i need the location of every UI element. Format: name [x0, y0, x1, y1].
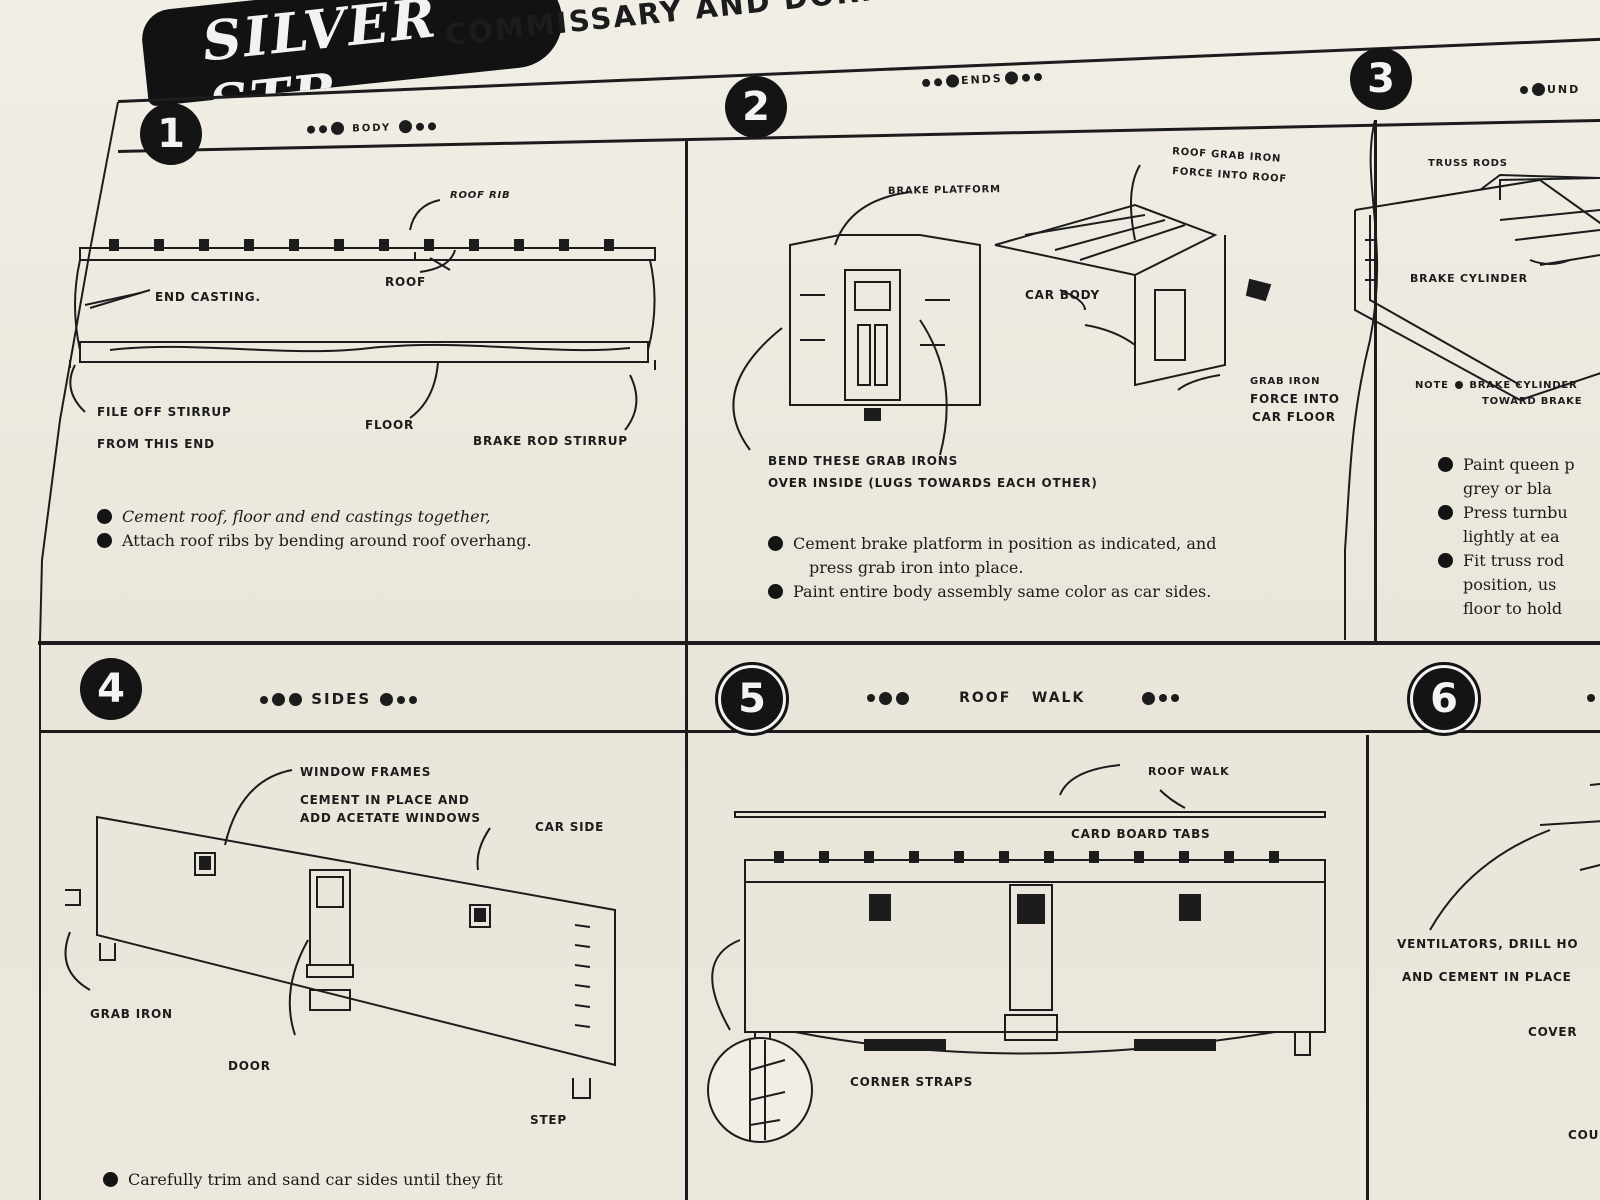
step-1-number: 1 — [140, 103, 202, 165]
from-this-end-label: FROM THIS END — [97, 437, 215, 451]
bend-grab-irons-label: BEND THESE GRAB IRONS — [768, 454, 959, 468]
right-frame-curve — [1344, 119, 1379, 640]
grid-header-line-2 — [40, 730, 1600, 733]
card-board-tabs-label: CARD BOARD TABS — [1071, 827, 1211, 841]
step-2-heading: ENDS — [920, 69, 1044, 89]
car-body-label: CAR BODY — [1025, 288, 1101, 302]
corner-straps-label: CORNER STRAPS — [850, 1075, 974, 1089]
file-off-stirrup-label: FILE OFF STIRRUP — [97, 405, 232, 419]
left-frame-edge — [39, 101, 119, 1200]
step-5-corner-strap-detail — [707, 1037, 813, 1143]
step-1-instructions: Cement roof, floor and end castings toge… — [97, 505, 532, 553]
cement-in-place-label: CEMENT IN PLACE AND — [300, 793, 470, 807]
step-4-leader-lines — [64, 769, 491, 1036]
step-3-instruction-2: grey or bla — [1463, 479, 1552, 498]
step-6-vent-drawing — [1429, 782, 1600, 931]
step-3-instruction-7: floor to hold — [1463, 599, 1563, 618]
window-frames-label: WINDOW FRAMES — [300, 765, 432, 779]
step-2-car-body-drawing — [994, 203, 1272, 387]
step-2-leader-lines — [732, 164, 1221, 456]
note-brake-cylinder-text: BRAKE CYLINDER — [1469, 380, 1578, 391]
cement-in-place-6-label: AND CEMENT IN PLACE — [1402, 970, 1572, 984]
step-4-heading: SIDES — [258, 690, 419, 708]
toward-brake-label: TOWARD BRAKE — [1482, 396, 1583, 407]
step-2-instruction-2: press grab iron into place. — [809, 558, 1024, 577]
floor-label: FLOOR — [365, 418, 415, 432]
step-3-number: 3 — [1350, 48, 1412, 110]
step-4-number: 4 — [80, 658, 142, 720]
step-3-instruction-1: Paint queen p — [1463, 455, 1575, 474]
step-5-number: 5 — [715, 662, 789, 736]
roof-walk-label: ROOF WALK — [1148, 765, 1230, 778]
step-3-leader-lines — [1499, 177, 1600, 265]
truss-rods-label: TRUSS RODS — [1428, 158, 1508, 169]
grab-iron-label-4: GRAB IRON — [90, 1007, 173, 1021]
step-6-number: 6 — [1407, 662, 1481, 736]
grab-iron-label: GRAB IRON — [1250, 376, 1321, 387]
step-5-heading: ROOF WALK — [865, 690, 1181, 706]
force-into-label: FORCE INTO — [1250, 392, 1340, 406]
brake-platform-label: BRAKE PLATFORM — [887, 184, 1001, 197]
grid-middle-line — [38, 641, 1600, 645]
add-acetate-label: ADD ACETATE WINDOWS — [300, 811, 481, 825]
step-2-instruction-1: Cement brake platform in position as ind… — [793, 534, 1217, 553]
cover-label: COVER — [1528, 1025, 1578, 1039]
step-4-instruction-1: Carefully trim and sand car sides until … — [128, 1170, 503, 1189]
ventilators-label: VENTILATORS, DRILL HO — [1397, 937, 1579, 951]
step-3-instructions: Paint queen p grey or bla Press turnbu l… — [1438, 453, 1575, 621]
step-4-car-side-drawing — [65, 815, 616, 1099]
brake-cylinder-label: BRAKE CYLINDER — [1410, 272, 1528, 285]
step-1-instruction-1: Cement roof, floor and end castings toge… — [122, 507, 491, 526]
step-5-heading-text: ROOF WALK — [959, 690, 1086, 706]
step-label: STEP — [530, 1113, 568, 1127]
step-1-leader-lines — [69, 199, 638, 431]
cou-label: COU — [1568, 1128, 1600, 1142]
step-3-instruction-6: position, us — [1463, 575, 1557, 594]
step-2-number: 2 — [725, 76, 787, 138]
step-1-heading-text: BODY — [352, 122, 392, 135]
step-3-heading-text: UND — [1547, 83, 1581, 96]
step-3-instruction-5: Fit truss rod — [1463, 551, 1565, 570]
grid-v2 — [1374, 120, 1377, 645]
step-3-heading: UND — [1518, 82, 1580, 96]
step-4-instructions: Carefully trim and sand car sides until … — [103, 1168, 503, 1192]
step-3-instruction-4: lightly at ea — [1463, 527, 1560, 546]
brake-rod-stirrup-label: BRAKE ROD STIRRUP — [473, 434, 628, 448]
roof-label: ROOF — [385, 275, 427, 289]
step-3-instruction-3: Press turnbu — [1463, 503, 1568, 522]
step-2-heading-text: ENDS — [960, 71, 1004, 88]
step-6-heading — [1585, 690, 1597, 704]
over-inside-label: OVER INSIDE (LUGS TOWARDS EACH OTHER) — [768, 476, 1098, 490]
step-1-instruction-2: Attach roof ribs by bending around roof … — [122, 531, 532, 550]
step-2-instruction-3: Paint entire body assembly same color as… — [793, 582, 1212, 601]
grid-v3 — [1366, 735, 1369, 1200]
roof-rib-label: ROOF RIB — [450, 190, 511, 201]
grid-v1 — [685, 140, 688, 1200]
step-2-instructions: Cement brake platform in position as ind… — [768, 532, 1216, 604]
car-floor-label: CAR FLOOR — [1252, 410, 1336, 424]
step-5-leader-lines — [711, 764, 1186, 1031]
door-label: DOOR — [228, 1059, 271, 1073]
step-1-heading: BODY — [305, 118, 439, 136]
note-label: NOTE BRAKE CYLINDER — [1415, 380, 1578, 391]
end-casting-label: END CASTING. — [155, 290, 261, 304]
step-4-heading-text: SIDES — [311, 690, 372, 708]
car-side-label: CAR SIDE — [535, 820, 605, 834]
note-label-text: NOTE — [1415, 380, 1449, 391]
